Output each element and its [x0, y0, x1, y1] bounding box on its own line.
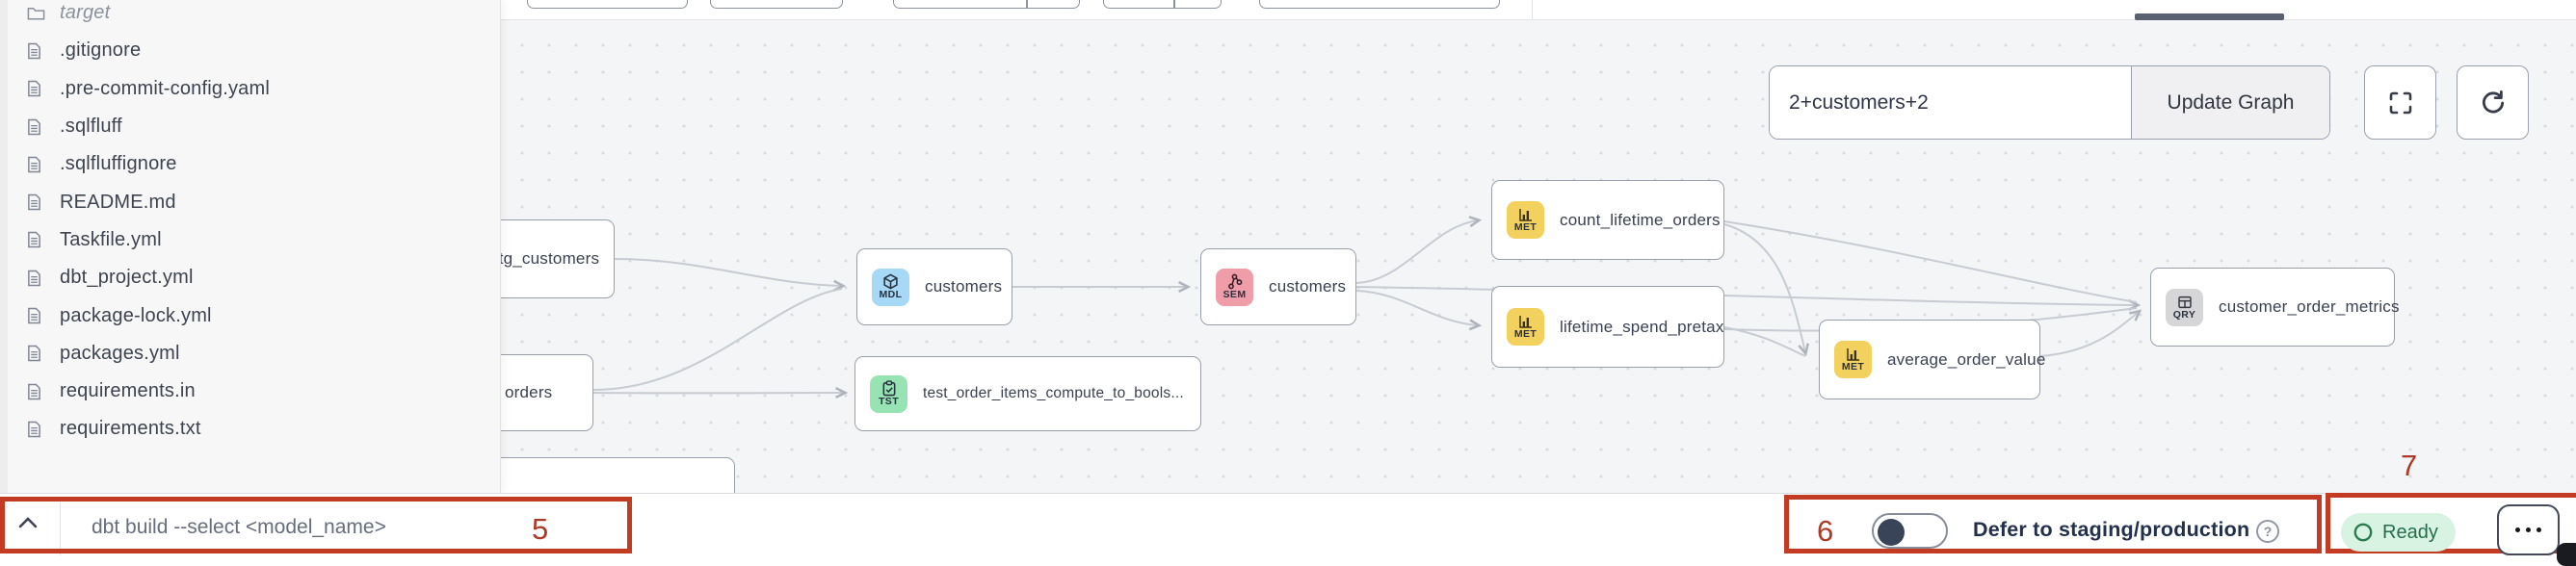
toolbar-button-cut-4[interactable]: [1103, 0, 1222, 9]
ellipsis-icon: [2526, 527, 2531, 532]
model-badge: MDL: [872, 268, 909, 306]
status-badge: Ready: [2341, 513, 2456, 552]
node-label: orders: [505, 383, 553, 401]
node-label: average_order_value: [1887, 349, 2046, 369]
active-tab-indicator: [2135, 13, 2284, 20]
screen-corner-artifact: [2557, 543, 2576, 566]
node-count-lifetime-orders[interactable]: MET count_lifetime_orders: [1491, 180, 1724, 260]
file-icon: [27, 80, 46, 97]
metric-badge: MET: [1507, 308, 1544, 346]
file-tree-item-target[interactable]: target: [0, 0, 500, 32]
defer-toggle[interactable]: [1872, 513, 1948, 549]
bar-chart-icon: [1846, 348, 1859, 361]
node-average-order-value[interactable]: MET average_order_value: [1819, 320, 2045, 399]
toolbar-button-cut-5[interactable]: [1259, 0, 1500, 9]
defer-label: Defer to staging/production: [1973, 518, 2250, 541]
node-label: stg_customers: [490, 249, 600, 268]
file-tree-item-sqlfluff[interactable]: .sqlfluff: [0, 108, 500, 145]
lineage-selector-group: Update Graph: [1769, 65, 2330, 140]
bar-chart-icon: [1518, 209, 1532, 221]
file-tree-item-package-lock[interactable]: package-lock.yml: [0, 296, 500, 334]
command-bar-divider: [60, 500, 61, 555]
node-test-order-items[interactable]: TST test_order_items_compute_to_bools...: [854, 356, 1201, 431]
query-badge: QRY: [2166, 288, 2203, 326]
file-icon: [27, 193, 46, 211]
file-icon: [27, 156, 46, 173]
file-icon: [27, 118, 46, 136]
metric-badge: MET: [1507, 201, 1544, 239]
file-icon: [27, 383, 46, 400]
node-customer-order-metrics[interactable]: QRY customer_order_metrics: [2150, 268, 2399, 347]
file-tree-item-dbt-project[interactable]: dbt_project.yml: [0, 259, 500, 296]
ellipsis-icon: [2515, 527, 2520, 532]
status-text: Ready: [2382, 521, 2438, 543]
update-graph-button[interactable]: Update Graph: [2131, 66, 2329, 139]
node-label: test_order_items_compute_to_bools...: [923, 385, 1184, 401]
node-label: customers: [1269, 277, 1347, 296]
file-tree-item-gitignore[interactable]: .gitignore: [0, 32, 500, 69]
ellipsis-icon: [2537, 527, 2541, 532]
refresh-button[interactable]: [2457, 65, 2529, 140]
node-label: customers: [925, 277, 1003, 296]
semantic-graph-icon: [1228, 273, 1243, 290]
selector-input[interactable]: [1770, 66, 2131, 139]
test-badge: TST: [870, 374, 907, 413]
bar-chart-icon: [1518, 316, 1532, 328]
status-circle-icon: [2353, 523, 2373, 542]
file-tree-item-packages[interactable]: packages.yml: [0, 335, 500, 373]
topbar-divider: [1532, 0, 1533, 20]
file-tree-item-taskfile[interactable]: Taskfile.yml: [0, 221, 500, 259]
refresh-icon: [2482, 90, 2504, 113]
semantic-badge: SEM: [1216, 268, 1253, 306]
panel-edge: [0, 0, 8, 493]
expand-command-panel-button[interactable]: [15, 513, 40, 532]
command-input[interactable]: [90, 505, 513, 550]
toolbar-button-cut-2[interactable]: [710, 0, 843, 9]
node-label: lifetime_spend_pretax: [1560, 317, 1724, 336]
file-tree-item-sqlfluffignore[interactable]: .sqlfluffignore: [0, 145, 500, 183]
toolbar-button-cut-1[interactable]: [527, 0, 688, 9]
more-options-button[interactable]: [2497, 504, 2560, 555]
node-customers-semantic[interactable]: SEM customers: [1200, 248, 1356, 325]
folder-icon: [27, 6, 46, 21]
file-icon: [27, 42, 46, 60]
node-label: customer_order_metrics: [2219, 297, 2400, 316]
file-icon: [27, 231, 46, 248]
file-icon: [27, 270, 46, 287]
node-label: count_lifetime_orders: [1560, 210, 1721, 229]
toggle-knob: [1878, 518, 1905, 546]
file-tree-item-pre-commit[interactable]: .pre-commit-config.yaml: [0, 70, 500, 108]
cube-icon: [883, 273, 898, 290]
fullscreen-button[interactable]: [2364, 65, 2436, 140]
help-icon[interactable]: ?: [2256, 520, 2279, 543]
file-icon: [27, 421, 46, 438]
clipboard-check-icon: [882, 380, 895, 397]
file-tree: target .gitignore .pre-commit-config.yam…: [0, 0, 500, 449]
table-icon: [2177, 296, 2192, 308]
file-icon: [27, 345, 46, 362]
file-icon: [27, 307, 46, 324]
file-explorer-panel: target .gitignore .pre-commit-config.yam…: [0, 0, 501, 493]
chevron-up-icon: [18, 517, 38, 528]
file-tree-item-requirements-txt[interactable]: requirements.txt: [0, 410, 500, 448]
file-tree-item-requirements-in[interactable]: requirements.in: [0, 373, 500, 410]
toolbar-button-cut-3[interactable]: [893, 0, 1080, 9]
node-lifetime-spend-pretax[interactable]: MET lifetime_spend_pretax: [1491, 286, 1724, 368]
file-tree-item-readme[interactable]: README.md: [0, 183, 500, 220]
fullscreen-icon: [2389, 91, 2411, 114]
metric-badge: MET: [1834, 341, 1872, 378]
node-customers-model[interactable]: MDL customers: [856, 248, 1012, 325]
